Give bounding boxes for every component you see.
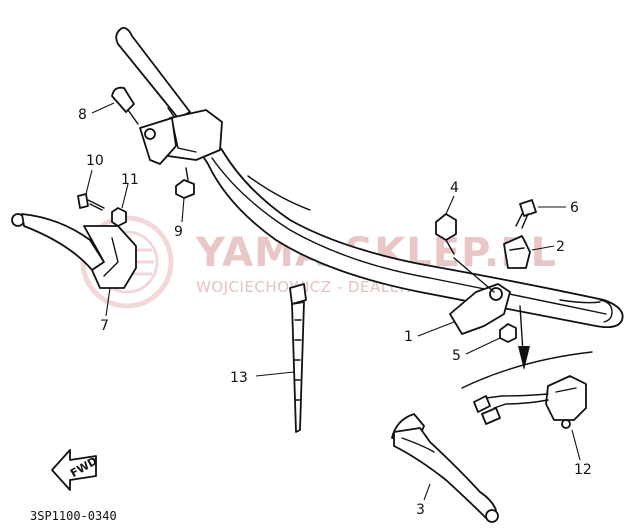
part-4-bolt: 4 [435, 180, 459, 255]
label-1: 1 [404, 329, 413, 345]
label-6: 6 [570, 200, 579, 216]
part-11-nut: 11 [111, 172, 139, 227]
switch-callout [461, 305, 593, 389]
part-1-holder: 1 [404, 257, 511, 345]
label-5: 5 [452, 348, 461, 364]
part-7-lever: 7 [11, 213, 137, 334]
label-7: 7 [100, 318, 109, 334]
label-9: 9 [174, 224, 183, 240]
fwd-arrow-icon: FWD [51, 449, 99, 491]
label-11: 11 [121, 172, 139, 188]
part-2-clamp: 2 [503, 235, 565, 269]
label-4: 4 [450, 180, 459, 196]
part-5-nut: 5 [452, 323, 517, 364]
drawing-code: 3SP1100-0340 [30, 509, 117, 523]
label-2: 2 [556, 239, 565, 255]
part-13-cable-tie: 13 [230, 283, 307, 433]
part-9-nut: 9 [174, 167, 195, 240]
part-3-lever: 3 [391, 413, 499, 523]
label-12: 12 [574, 462, 592, 478]
label-8: 8 [78, 107, 87, 123]
part-8-bolt: 8 [78, 86, 139, 125]
label-10: 10 [86, 153, 104, 169]
clamp-block [139, 109, 223, 165]
handlebar [115, 27, 624, 329]
label-13: 13 [230, 370, 248, 386]
label-3: 3 [416, 502, 425, 518]
part-6-bolt: 6 [515, 199, 579, 229]
part-12-switch: 12 [473, 375, 592, 478]
part-10-bolt: 10 [77, 153, 105, 211]
